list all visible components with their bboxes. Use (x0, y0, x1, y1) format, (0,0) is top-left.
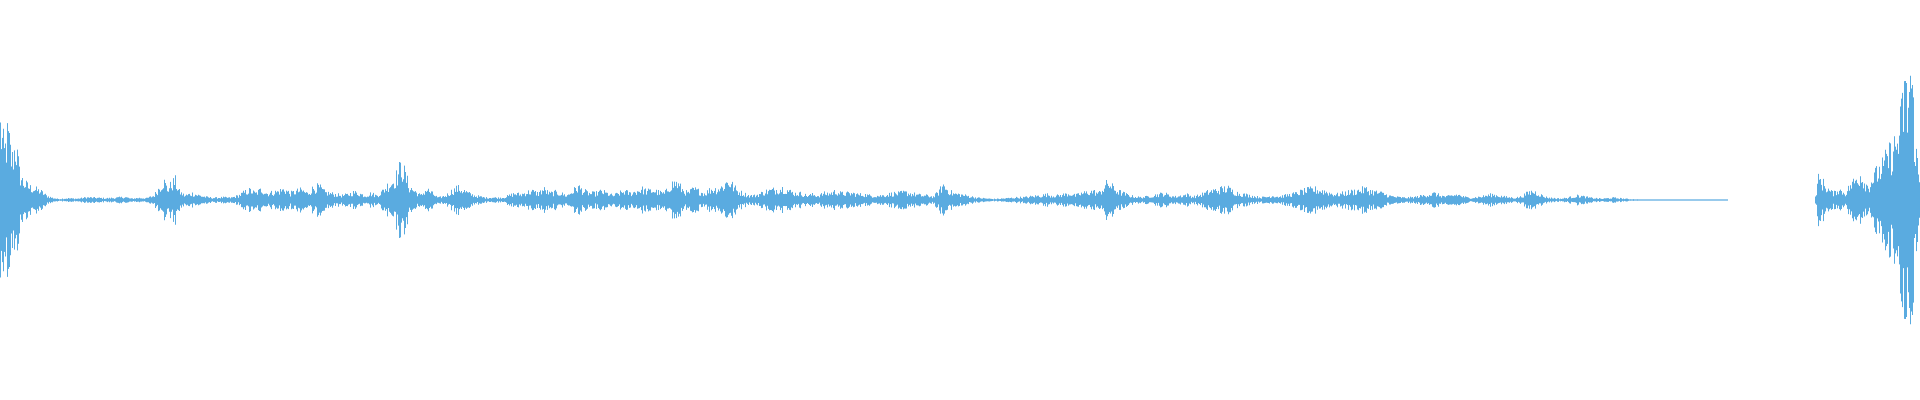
waveform-samples (0, 75, 1920, 325)
waveform-trace (0, 75, 1920, 325)
